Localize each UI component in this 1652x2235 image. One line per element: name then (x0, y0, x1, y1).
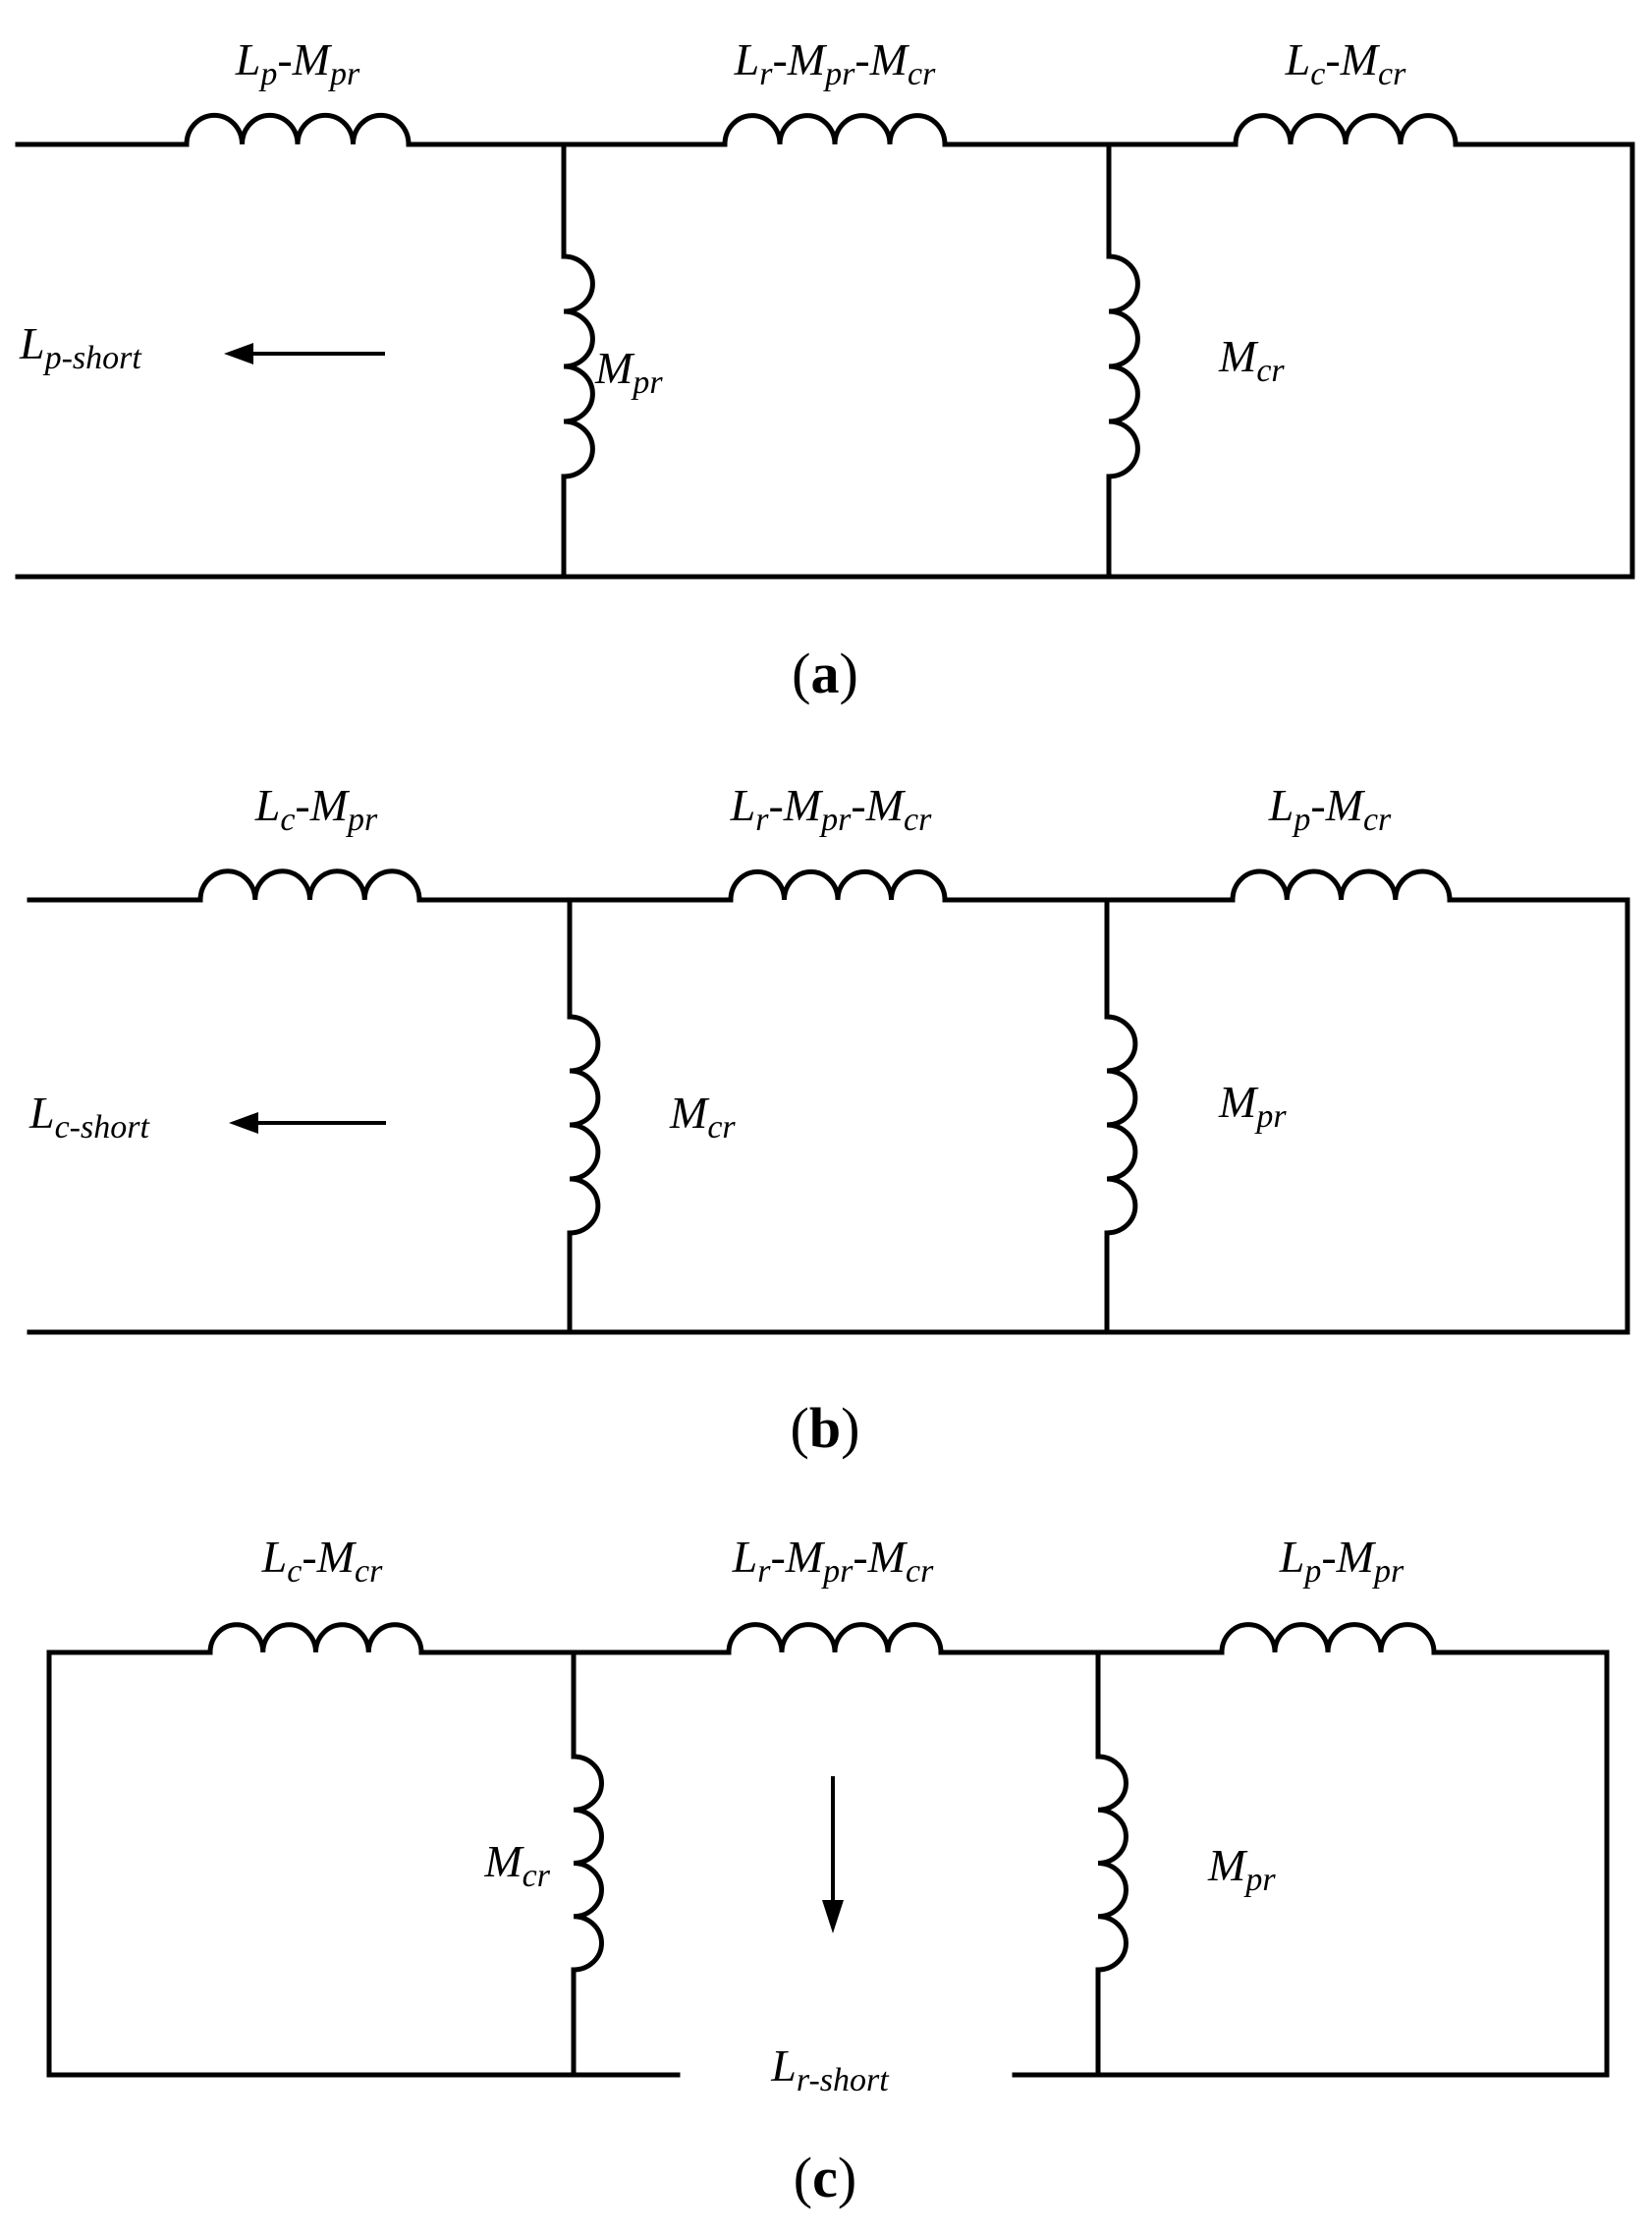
measured-inductance-label: Lr-short (770, 2040, 890, 2098)
series-inductor-3 (1219, 1622, 1437, 1655)
shunt-label-2: Mpr (1207, 1840, 1276, 1898)
shunt-label-1: Mpr (594, 343, 663, 401)
series-label-3: Lp-Mpr (1279, 1532, 1404, 1590)
series-label-1: Lc-Mpr (254, 780, 378, 838)
series-label-2: Lr-Mpr-Mcr (732, 1532, 934, 1590)
series-inductor-2 (728, 868, 948, 903)
series-inductor-3 (1233, 113, 1459, 147)
measured-inductance-label: Lp-short (19, 318, 142, 376)
shunt-inductor-1 (561, 253, 595, 479)
shunt-label-1: Mcr (669, 1088, 736, 1145)
measurement-arrow (822, 1776, 844, 1933)
shunt-inductor-2 (1104, 1014, 1138, 1236)
series-inductor-1 (184, 112, 412, 147)
series-label-3: Lc-Mcr (1285, 34, 1406, 92)
series-inductor-2 (722, 113, 948, 147)
shunt-label-1: Mcr (483, 1836, 550, 1894)
measurement-arrow (229, 1112, 386, 1134)
series-label-1: Lp-Mpr (235, 34, 360, 92)
shunt-inductor-2 (1106, 253, 1140, 479)
series-label-1: Lc-Mcr (261, 1532, 383, 1590)
measured-inductance-label: Lc-short (28, 1088, 150, 1145)
shunt-inductor-2 (1095, 1754, 1129, 1973)
series-label-2: Lr-Mpr-Mcr (730, 780, 932, 838)
series-label-3: Lp-Mcr (1268, 780, 1392, 838)
series-inductor-3 (1230, 868, 1453, 903)
panel-caption: (a) (792, 642, 858, 705)
series-inductor-1 (207, 1622, 424, 1655)
shunt-inductor-1 (567, 1014, 601, 1236)
shunt-label-2: Mpr (1218, 1077, 1287, 1135)
series-label-2: Lr-Mpr-Mcr (734, 34, 936, 92)
series-inductor-2 (726, 1622, 944, 1655)
shunt-inductor-1 (571, 1754, 604, 1973)
shunt-label-2: Mcr (1218, 331, 1285, 389)
measurement-arrow (224, 343, 385, 364)
panel-caption: (c) (794, 2146, 856, 2209)
series-inductor-1 (197, 868, 422, 903)
panel-caption: (b) (791, 1396, 860, 1460)
